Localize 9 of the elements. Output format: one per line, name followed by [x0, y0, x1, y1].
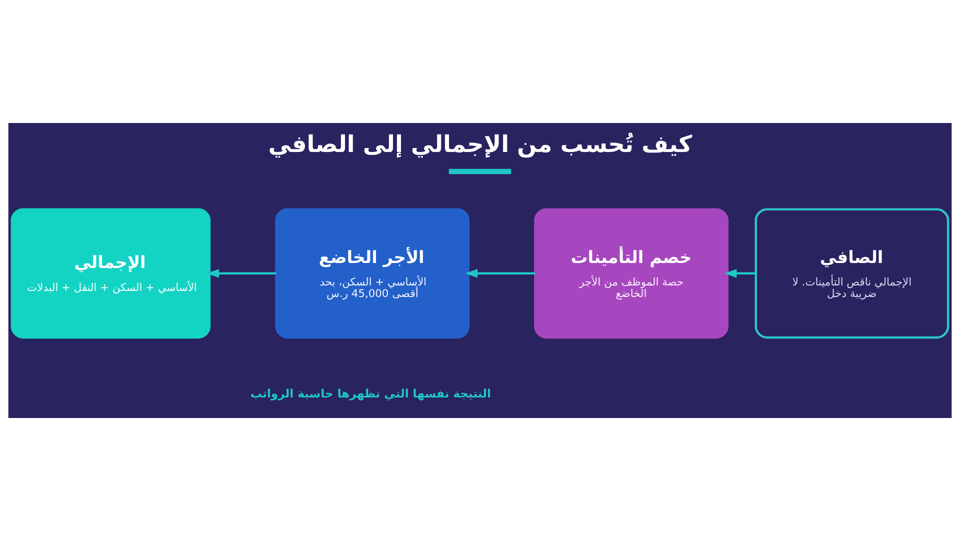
caption: النتيجة نفسها التي تظهرها حاسبة الرواتب	[250, 386, 491, 400]
node-box: الإجمالي الأساسي + السكن + النقل + البدلات	[10, 208, 211, 338]
arrow	[206, 268, 276, 278]
node-box: الصافي الإجمالي ناقص التأمينات. لا ضريبة دخل	[754, 208, 950, 338]
diagram-title: كيف تُحسب من الإجمالي إلى الصافي	[268, 131, 692, 158]
node-box: خصم التأمينات حصة الموظف من الأجر الخاضع	[534, 208, 728, 338]
node-box: الأجر الخاضع الأساسي + السكن، بحد أقصى 45,000 ر.س	[275, 208, 470, 338]
arrow	[465, 268, 535, 278]
arrow	[724, 268, 756, 278]
